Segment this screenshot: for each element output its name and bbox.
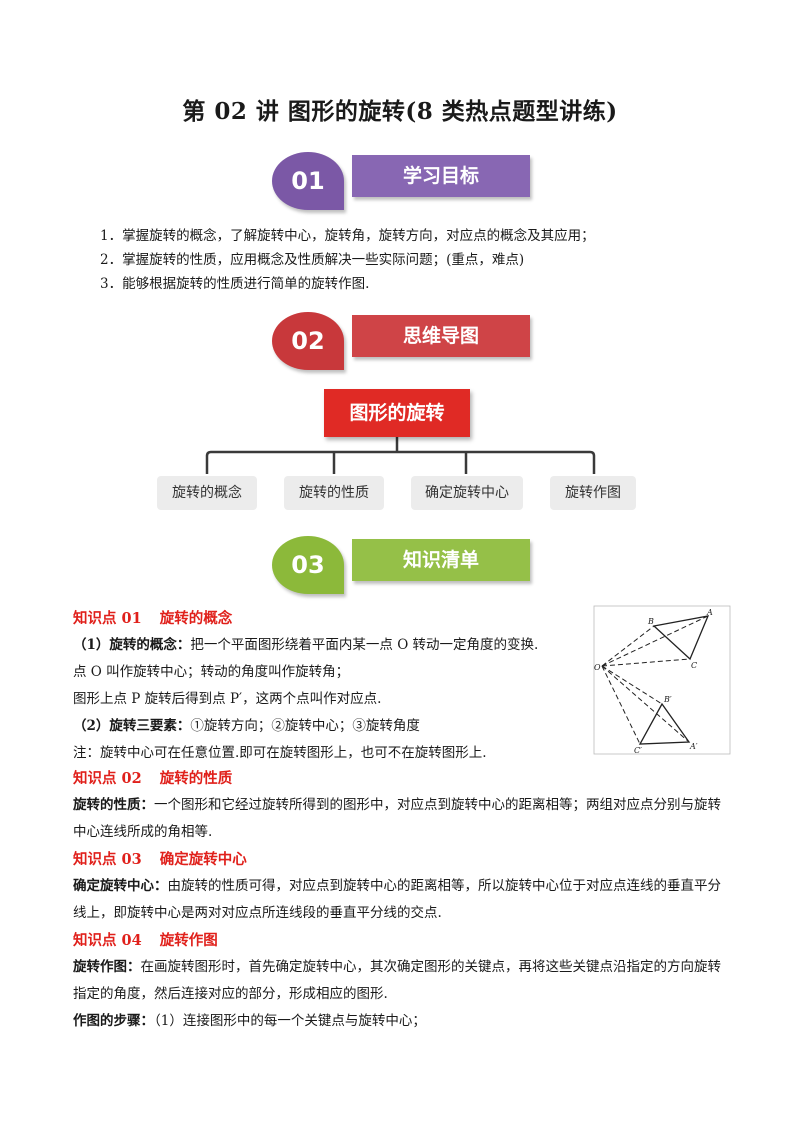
knowledge-point-title: 确定旋转中心: [159, 851, 247, 868]
kp1-note: 注：旋转中心可在任意位置.即可在旋转图形上，也可不在旋转图形上.: [73, 745, 487, 761]
kp3-body: 确定旋转中心：由旋转的性质可得，对应点到旋转中心的距离相等，所以旋转中心位于对应…: [73, 873, 729, 927]
knowledge-point-heading: 知识点 01 旋转的概念: [73, 607, 232, 628]
kp2-body: 旋转的性质：一个图形和它经过旋转所得到的图形中，对应点到旋转中心的距离相等；两组…: [73, 792, 729, 846]
kp1-body: （1）旋转的概念：把一个平面图形绕着平面内某一点 O 转动一定角度的变换. 点 …: [73, 632, 593, 767]
knowledge-point-number: 知识点 01: [73, 610, 142, 627]
point-label-c-prime: C′: [634, 746, 642, 755]
term-text: ①旋转方向；②旋转中心；③旋转角度: [190, 718, 420, 734]
term-text: 由旋转的性质可得，对应点到旋转中心的距离相等，所以旋转中心位于对应点连线的垂直平…: [73, 878, 721, 921]
step-text: （1）连接图形中的每一个关键点与旋转中心；: [154, 1013, 426, 1029]
point-label-c: C: [691, 661, 697, 670]
mindmap-root: 图形的旋转: [324, 389, 470, 437]
term-label: 旋转作图：: [73, 959, 141, 975]
section-number-badge: 03: [272, 536, 344, 594]
objective-item: 1．掌握旋转的概念，了解旋转中心，旋转角，旋转方向，对应点的概念及其应用；: [100, 228, 595, 244]
document-title: 第 02 讲 图形的旋转(8 类热点题型讲练): [182, 98, 618, 125]
kp1-line: 点 O 叫作旋转中心；转动的角度叫作旋转角；: [73, 664, 350, 680]
point-label-a-prime: A′: [689, 742, 698, 751]
knowledge-point-title: 旋转作图: [159, 932, 218, 949]
knowledge-point-heading: 知识点 03 确定旋转中心: [73, 848, 247, 869]
knowledge-point-number: 知识点 02: [73, 770, 142, 787]
term-text: 一个图形和它经过旋转所得到的图形中，对应点到旋转中心的距离相等；两组对应点分别与…: [73, 797, 721, 840]
point-label-a: A: [706, 608, 713, 617]
section-label: 学习目标: [352, 155, 530, 197]
term-label: 旋转的性质：: [73, 797, 154, 813]
objective-item: 3．能够根据旋转的性质进行简单的旋转作图.: [100, 276, 370, 292]
section-number-badge: 02: [272, 312, 344, 370]
kp1-line: （1）旋转的概念：把一个平面图形绕着平面内某一点 O 转动一定角度的变换.: [73, 632, 593, 659]
point-label-o: O: [594, 663, 601, 672]
objectives-list: 1．掌握旋转的概念，了解旋转中心，旋转角，旋转方向，对应点的概念及其应用； 2．…: [100, 224, 740, 296]
kp1-line: （2）旋转三要素：①旋转方向；②旋转中心；③旋转角度: [73, 713, 593, 740]
section-number-badge: 01: [272, 152, 344, 210]
section-banner-mindmap: 02 思维导图: [272, 312, 542, 372]
objective-item: 2．掌握旋转的性质，应用概念及性质解决一些实际问题；(重点，难点): [100, 252, 525, 268]
section-banner-objectives: 01 学习目标: [272, 152, 542, 212]
term-label: 确定旋转中心：: [73, 878, 168, 894]
point-label-b: B: [647, 617, 654, 626]
knowledge-point-number: 知识点 03: [73, 851, 142, 868]
section-label: 知识清单: [352, 539, 530, 581]
term-label: （2）旋转三要素：: [73, 718, 191, 734]
section-label: 思维导图: [352, 315, 530, 357]
point-label-b-prime: B′: [663, 695, 672, 704]
kp4-body: 旋转作图：在画旋转图形时，首先确定旋转中心，其次确定图形的关键点，再将这些关键点…: [73, 954, 729, 1035]
kp4-steps: 作图的步骤：（1）连接图形中的每一个关键点与旋转中心；: [73, 1008, 729, 1035]
kp1-line: 图形上点 P 旋转后得到点 P′，这两个点叫作对应点.: [73, 691, 382, 707]
section-banner-knowledge: 03 知识清单: [272, 536, 542, 596]
term-label: （1）旋转的概念：: [73, 637, 191, 653]
knowledge-point-heading: 知识点 02 旋转的性质: [73, 767, 232, 788]
knowledge-point-heading: 知识点 04 旋转作图: [73, 929, 218, 950]
kp4-paragraph: 旋转作图：在画旋转图形时，首先确定旋转中心，其次确定图形的关键点，再将这些关键点…: [73, 954, 729, 1008]
knowledge-point-title: 旋转的概念: [159, 610, 233, 627]
rotation-figure: O A B C A′ B′ C′: [593, 605, 731, 755]
term-text: 在画旋转图形时，首先确定旋转中心，其次确定图形的关键点，再将这些关键点沿指定的方…: [73, 959, 721, 1002]
term-label: 作图的步骤：: [73, 1013, 154, 1029]
mindmap-leaf: 旋转的概念: [157, 476, 257, 510]
knowledge-point-number: 知识点 04: [73, 932, 142, 949]
knowledge-point-title: 旋转的性质: [159, 770, 233, 787]
term-text: 把一个平面图形绕着平面内某一点 O 转动一定角度的变换.: [190, 637, 539, 653]
mindmap-leaf: 确定旋转中心: [411, 476, 523, 510]
mindmap-leaf: 旋转作图: [550, 476, 636, 510]
mindmap-leaf: 旋转的性质: [284, 476, 384, 510]
